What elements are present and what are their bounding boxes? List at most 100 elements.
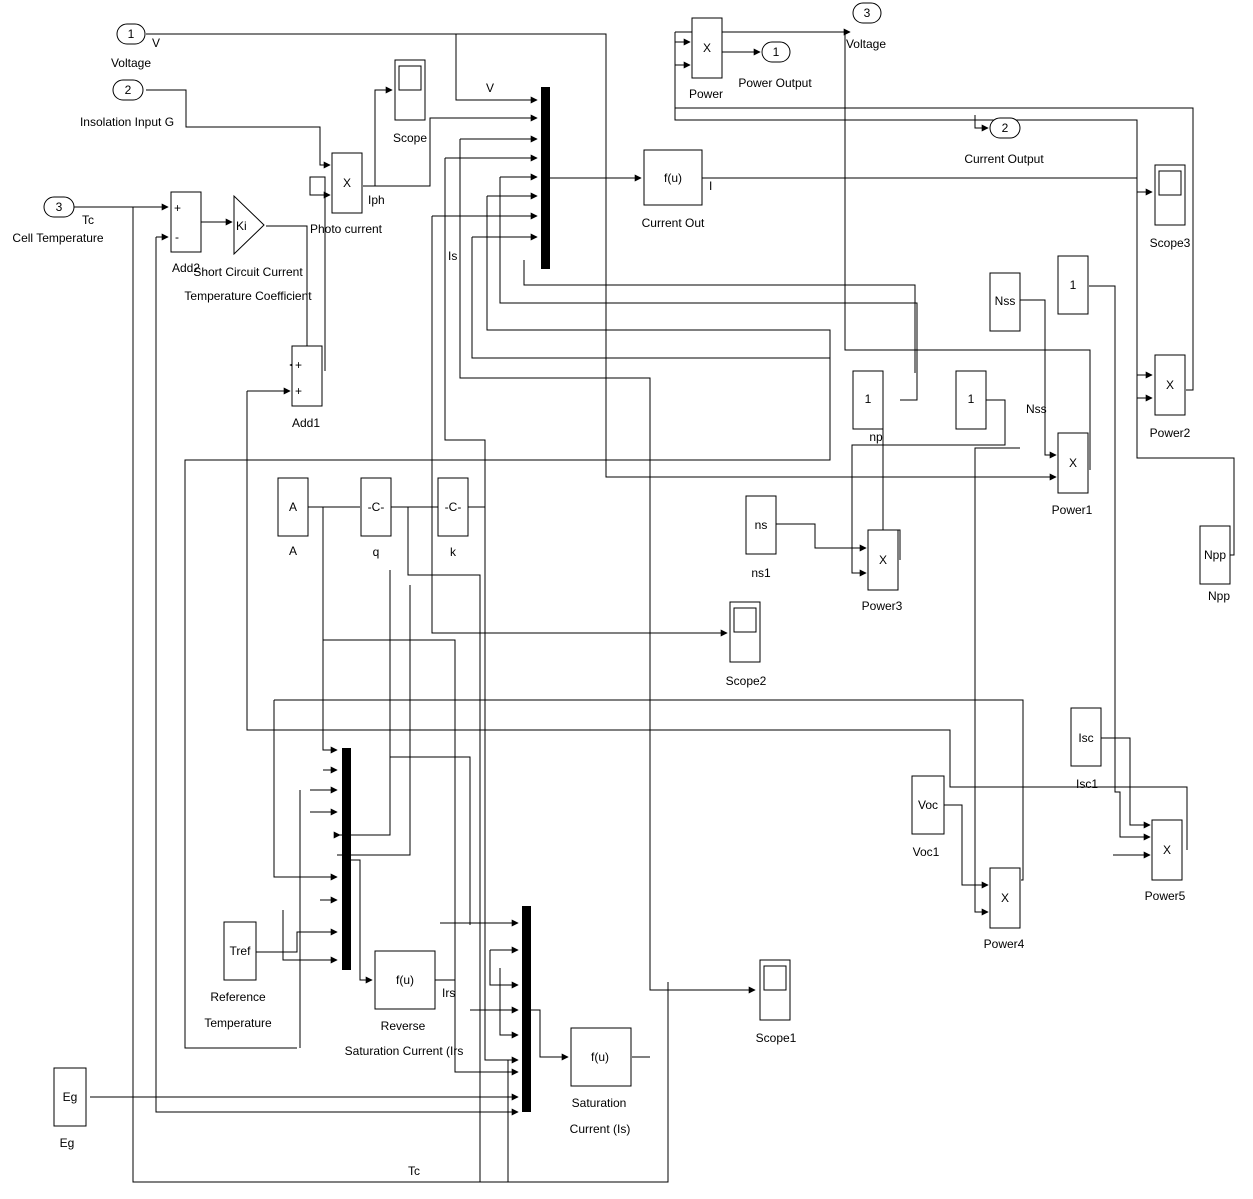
power1-block[interactable]: X Power1 xyxy=(1052,432,1093,517)
tref-block[interactable]: Tref Reference Temperature xyxy=(204,921,272,1030)
isc-label: Isc1 xyxy=(1076,777,1098,791)
saturation-current-block[interactable]: f(u) Saturation Current (Is) xyxy=(570,1027,632,1136)
a-block[interactable]: A A xyxy=(277,477,309,558)
power-label: Power xyxy=(689,87,723,101)
ns-label: ns1 xyxy=(751,566,771,580)
add2-block[interactable]: + - Add2 xyxy=(170,191,202,275)
nss-text: Nss xyxy=(995,294,1016,308)
add1-plus-2: + xyxy=(295,384,302,398)
power4-label: Power4 xyxy=(984,937,1025,951)
outport-power-output[interactable]: 1 Power Output xyxy=(738,41,812,90)
power1-label: Power1 xyxy=(1052,503,1093,517)
power5-block[interactable]: X Power5 xyxy=(1145,819,1186,903)
eg-block[interactable]: Eg Eg xyxy=(53,1067,87,1150)
inport-voltage[interactable]: 1 Voltage V xyxy=(111,23,160,70)
mux-bottom-left[interactable] xyxy=(342,748,351,970)
scope-block[interactable]: Scope xyxy=(393,59,427,145)
reverse-saturation-block[interactable]: f(u) Reverse Saturation Current (Irs Irs xyxy=(345,950,464,1058)
saturation-label-2: Current (Is) xyxy=(570,1122,631,1136)
reverse-text: f(u) xyxy=(396,973,414,987)
signal-irs-label: Irs xyxy=(442,986,455,1000)
signal-is-label: Is xyxy=(448,249,457,263)
outport-current-num: 2 xyxy=(1002,121,1009,135)
current-out-label: Current Out xyxy=(642,216,705,230)
outport-power-num: 1 xyxy=(773,45,780,59)
npp-label: Npp xyxy=(1208,589,1230,603)
signal-iph-label: Iph xyxy=(368,193,385,207)
ki-gain-block[interactable]: Ki Short Circuit Current Temperature Coe… xyxy=(184,194,312,303)
tref-label-1: Reference xyxy=(210,990,266,1004)
np-block[interactable]: 1 np xyxy=(852,370,884,444)
signal-v-top: V xyxy=(486,81,494,95)
isc-block[interactable]: Isc Isc1 xyxy=(1070,707,1102,791)
power-block[interactable]: X Power xyxy=(689,17,723,101)
scope1-block[interactable]: Scope1 xyxy=(756,959,797,1045)
inport-temperature[interactable]: 3 Cell Temperature Tc xyxy=(12,196,104,245)
a-text: A xyxy=(289,500,297,514)
tref-label-2: Temperature xyxy=(204,1016,272,1030)
constant-one-a[interactable]: 1 xyxy=(1057,255,1089,315)
one-a-text: 1 xyxy=(1070,278,1077,292)
power2-label: Power2 xyxy=(1150,426,1191,440)
saturation-text: f(u) xyxy=(591,1050,609,1064)
eg-text: Eg xyxy=(63,1090,78,1104)
outport-current-output[interactable]: 2 Current Output xyxy=(964,117,1044,166)
outport-current-label: Current Output xyxy=(964,152,1044,166)
reverse-label-1: Reverse xyxy=(381,1019,426,1033)
power5-label: Power5 xyxy=(1145,889,1186,903)
power3-block[interactable]: X Power3 xyxy=(862,529,903,613)
scope-label: Scope xyxy=(393,131,427,145)
k-label: k xyxy=(450,545,457,559)
k-block[interactable]: -C- k xyxy=(437,477,469,559)
current-out-block[interactable]: f(u) Current Out I xyxy=(642,149,713,230)
npp-block[interactable]: Npp Npp xyxy=(1199,525,1231,603)
outport-voltage[interactable]: 3 Voltage xyxy=(846,2,886,51)
add2-minus: - xyxy=(175,230,179,244)
voc-text: Voc xyxy=(918,798,938,812)
inport-temperature-num: 3 xyxy=(56,200,63,214)
photo-current-block[interactable]: X Photo current Iph xyxy=(310,152,385,236)
power3-text: X xyxy=(879,553,887,567)
signal-nss-label: Nss xyxy=(1026,402,1047,416)
voc-label: Voc1 xyxy=(913,845,940,859)
scope2-block[interactable]: Scope2 xyxy=(726,601,767,688)
photo-label: Photo current xyxy=(310,222,383,236)
ki-label-2: Temperature Coefficient xyxy=(184,289,312,303)
signal-tc-label: Tc xyxy=(82,213,94,227)
inport-voltage-num: 1 xyxy=(128,27,135,41)
add2-plus: + xyxy=(174,201,181,215)
scope3-block[interactable]: Scope3 xyxy=(1150,164,1191,250)
power-text: X xyxy=(703,41,711,55)
scope3-label: Scope3 xyxy=(1150,236,1191,250)
q-label: q xyxy=(373,545,380,559)
scope1-label: Scope1 xyxy=(756,1031,797,1045)
power4-text: X xyxy=(1001,891,1009,905)
tref-text: Tref xyxy=(230,944,252,958)
power2-block[interactable]: X Power2 xyxy=(1150,354,1191,440)
q-block[interactable]: -C- q xyxy=(360,477,392,559)
ki-label-1: Short Circuit Current xyxy=(193,265,303,279)
power5-text: X xyxy=(1163,843,1171,857)
constant-one-b[interactable]: 1 xyxy=(955,370,987,430)
mux-bottom-right[interactable] xyxy=(522,906,531,1112)
power2-text: X xyxy=(1166,378,1174,392)
isc-text: Isc xyxy=(1078,731,1093,745)
ns-block[interactable]: ns ns1 xyxy=(745,495,777,580)
signal-tc-bottom: Tc xyxy=(408,1164,420,1178)
inport-insolation[interactable]: 2 Insolation Input G xyxy=(80,79,174,129)
photo-text: X xyxy=(343,176,351,190)
voc-block[interactable]: Voc Voc1 xyxy=(911,775,945,859)
reverse-label-2: Saturation Current (Irs xyxy=(345,1044,464,1058)
add1-label: Add1 xyxy=(292,416,320,430)
power3-label: Power3 xyxy=(862,599,903,613)
top-mux[interactable] xyxy=(541,87,550,269)
signal-v-label: V xyxy=(152,36,160,50)
outport-power-label: Power Output xyxy=(738,76,812,90)
power4-block[interactable]: X Power4 xyxy=(984,867,1025,951)
a-label: A xyxy=(289,544,297,558)
add1-block[interactable]: + + Add1 xyxy=(291,345,323,430)
add2-label: Add2 xyxy=(172,261,200,275)
outport-voltage-num: 3 xyxy=(864,6,871,20)
nss-block[interactable]: Nss Nss xyxy=(989,272,1047,416)
